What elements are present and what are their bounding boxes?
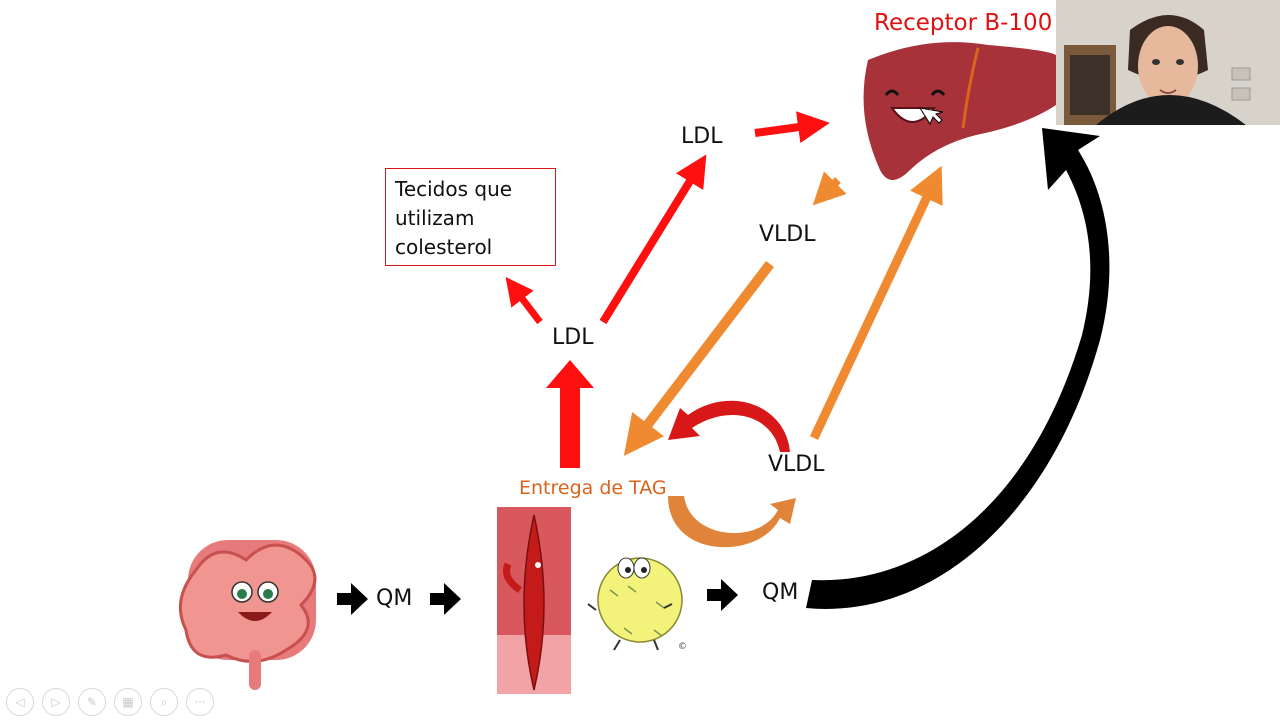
ldl-to-tissue-arrow	[505, 276, 543, 325]
red-up-arrow	[546, 360, 594, 468]
qm-to-liver-curve	[806, 128, 1110, 609]
ldl-to-ldl-top-arrow	[599, 154, 707, 325]
slideshow-toolbar: ◁ ▷ ✎ ▦ ⌕ ···	[6, 688, 214, 716]
vldl-top-label: VLDL	[759, 222, 816, 247]
arrow-to-qm-left	[337, 583, 368, 615]
tissue-box-line-3: colesterol	[395, 235, 493, 259]
next-icon[interactable]: ▷	[42, 688, 70, 716]
vldl-to-entrega-arrow	[623, 260, 774, 456]
arrow-to-qm-right	[707, 579, 738, 611]
webcam-scene	[1056, 0, 1280, 125]
ldl-mid-label: LDL	[552, 325, 594, 350]
zoom-icon[interactable]: ⌕	[150, 688, 178, 716]
liver-illustration	[863, 42, 1056, 181]
orange-cycle-arrow	[668, 496, 796, 548]
pen-icon[interactable]: ✎	[78, 688, 106, 716]
prev-icon[interactable]: ◁	[6, 688, 34, 716]
copyright-mark: ©	[678, 642, 687, 652]
webcam-feed	[1056, 0, 1280, 125]
chylomicron-illustration	[587, 557, 683, 651]
entrega-tag-label: Entrega de TAG	[519, 477, 667, 499]
ldl-to-liver-arrow	[754, 111, 830, 144]
intestine-illustration	[178, 540, 317, 690]
ldl-top-label: LDL	[681, 124, 723, 149]
qm-right-label: QM	[762, 580, 799, 605]
arrow-from-qm-left	[430, 583, 461, 615]
vldl-to-liver-arrow	[809, 165, 943, 440]
qm-left-label: QM	[376, 586, 413, 611]
muscle-illustration	[497, 507, 571, 694]
tissues-using-cholesterol-box: Tecidos que utilizam colesterol	[385, 168, 556, 266]
liver-to-vldl-arrow	[812, 171, 847, 206]
red-cycle-arrow	[668, 400, 790, 452]
qm-flow-arrows	[337, 579, 738, 615]
tissue-box-line-2: utilizam	[395, 206, 475, 230]
tissue-box-line-1: Tecidos que	[395, 177, 513, 201]
vldl-bottom-label: VLDL	[768, 452, 825, 477]
slides-icon[interactable]: ▦	[114, 688, 142, 716]
receptor-b100-label: Receptor B-100	[874, 10, 1053, 36]
more-icon[interactable]: ···	[186, 688, 214, 716]
